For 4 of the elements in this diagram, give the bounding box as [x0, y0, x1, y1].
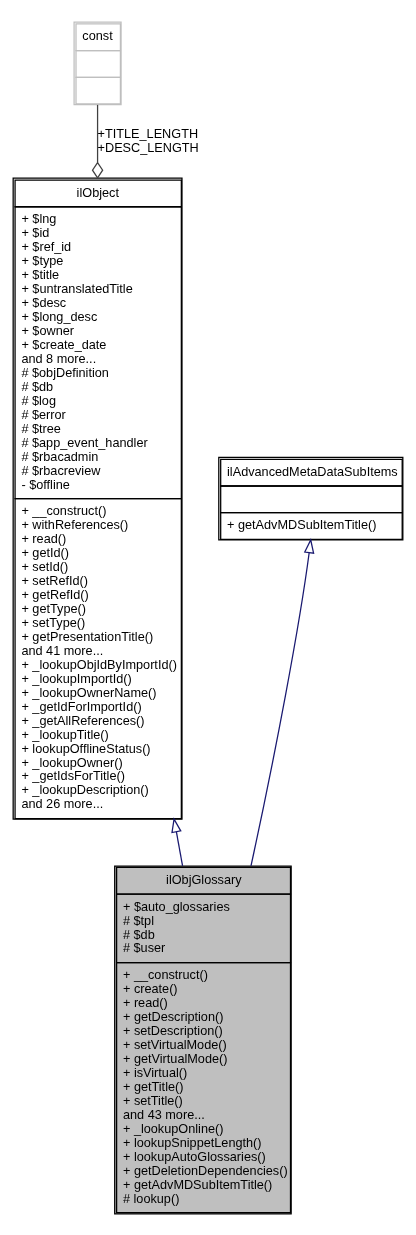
arrow: [171, 816, 184, 867]
edge-label: +TITLE_LENGTH +DESC_LENGTH: [97, 126, 199, 155]
connector: [91, 103, 104, 179]
arrow: [250, 537, 315, 866]
